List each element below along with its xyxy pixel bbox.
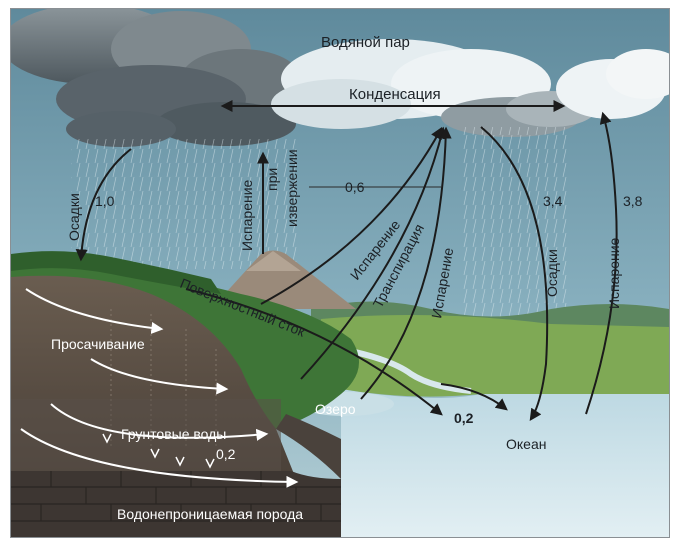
infiltration-arrow-2 xyxy=(90,358,229,395)
label-lake: Озеро xyxy=(315,401,356,417)
surface-runoff-arrow xyxy=(185,288,443,416)
storm-cloud-left xyxy=(11,9,301,147)
ocean-evaporation-arrow xyxy=(585,111,618,415)
label-groundwater: Грунтовые воды xyxy=(121,426,226,442)
label-eruption-evaporation-2: при xyxy=(264,168,280,191)
label-water-vapor: Водяной пар xyxy=(321,34,410,51)
groundwater-small-arrows xyxy=(102,433,215,469)
bedrock-cracks xyxy=(11,471,341,522)
label-condensation: Конденсация xyxy=(349,86,441,103)
label-infiltration: Просачивание xyxy=(51,336,145,352)
lake-to-ocean-arrow xyxy=(440,383,508,411)
coastal-meadow xyxy=(311,315,669,397)
label-value-0-6: 0,6 xyxy=(345,179,365,195)
ocean-water xyxy=(341,389,669,537)
water-cycle-diagram: Водяной пар Конденсация Осадки 1,0 Испар… xyxy=(10,8,670,538)
volcano-mountain xyxy=(211,250,356,309)
label-eruption-evaporation-1: Испарение xyxy=(239,179,255,251)
rain-right xyxy=(461,127,571,317)
label-precipitation-left: Осадки xyxy=(66,193,82,241)
label-precipitation-ocean: Осадки xyxy=(544,249,560,297)
label-evaporation-ocean: Испарение xyxy=(606,237,622,309)
groundwater-arrow-2 xyxy=(20,428,299,488)
label-eruption-evaporation-3: извержении xyxy=(284,149,300,227)
transpiration-arrow xyxy=(300,126,447,380)
label-value-1-0: 1,0 xyxy=(95,193,115,209)
land-evaporation-arrow xyxy=(260,126,443,305)
label-value-3-4: 3,4 xyxy=(543,193,563,209)
water-cycle-scene: Водяной пар Конденсация Осадки 1,0 Испар… xyxy=(11,9,669,537)
precipitation-left-arrow xyxy=(75,148,132,262)
label-value-0-2-ground: 0,2 xyxy=(216,446,236,462)
label-value-3-8: 3,8 xyxy=(623,193,643,209)
groundwater-arrow-1 xyxy=(50,403,269,441)
ocean-precipitation-arrow xyxy=(480,126,549,421)
label-impermeable-rock: Водонепроницаемая порода xyxy=(117,506,303,522)
lake-evaporation-arrow xyxy=(360,126,452,400)
infiltration-arrow-1 xyxy=(25,288,164,334)
label-value-0-2-lake: 0,2 xyxy=(454,410,474,426)
label-ocean: Океан xyxy=(506,436,546,452)
cloud-far-right xyxy=(556,49,669,119)
river xyxy=(340,346,472,394)
